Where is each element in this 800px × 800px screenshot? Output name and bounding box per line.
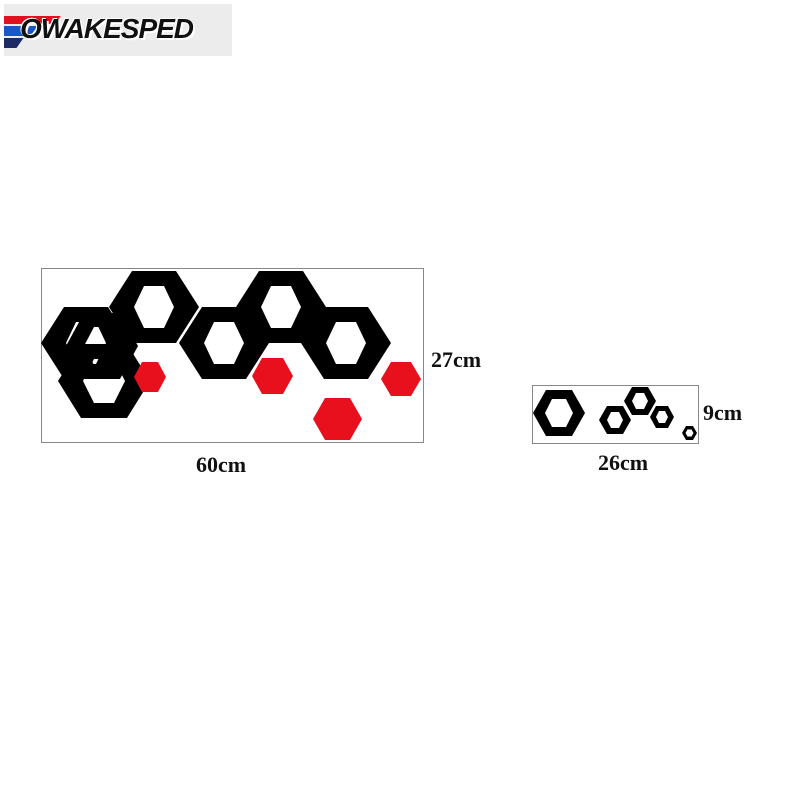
solid-hexagon [381, 362, 421, 396]
large-decal-artwork [41, 271, 421, 440]
outline-hexagon [533, 390, 585, 436]
outline-hexagon [58, 344, 150, 418]
small-decal-artwork [533, 387, 697, 440]
outline-hexagon [624, 387, 656, 415]
outline-hexagon [41, 307, 131, 379]
outline-hexagon [236, 271, 326, 343]
large-decal-height-label: 27cm [431, 347, 482, 372]
brand-logo: OWAKESPED [4, 4, 232, 56]
solid-hexagon [134, 362, 166, 392]
brand-name: OWAKESPED [20, 13, 194, 44]
small-decal-height-label: 9cm [703, 400, 743, 425]
small-decal-width-label: 26cm [598, 450, 649, 475]
small-decal-panel [532, 385, 699, 444]
outline-hexagon [599, 406, 631, 434]
outline-hexagon [650, 406, 674, 428]
large-decal-width-label: 60cm [196, 452, 247, 477]
outline-hexagon [109, 271, 199, 343]
outline-hexagon [301, 307, 391, 379]
solid-hexagon [252, 358, 293, 394]
solid-hexagon [313, 398, 362, 440]
outline-hexagon [682, 426, 697, 440]
large-decal-panel [41, 268, 424, 443]
outline-hexagon [179, 307, 269, 379]
